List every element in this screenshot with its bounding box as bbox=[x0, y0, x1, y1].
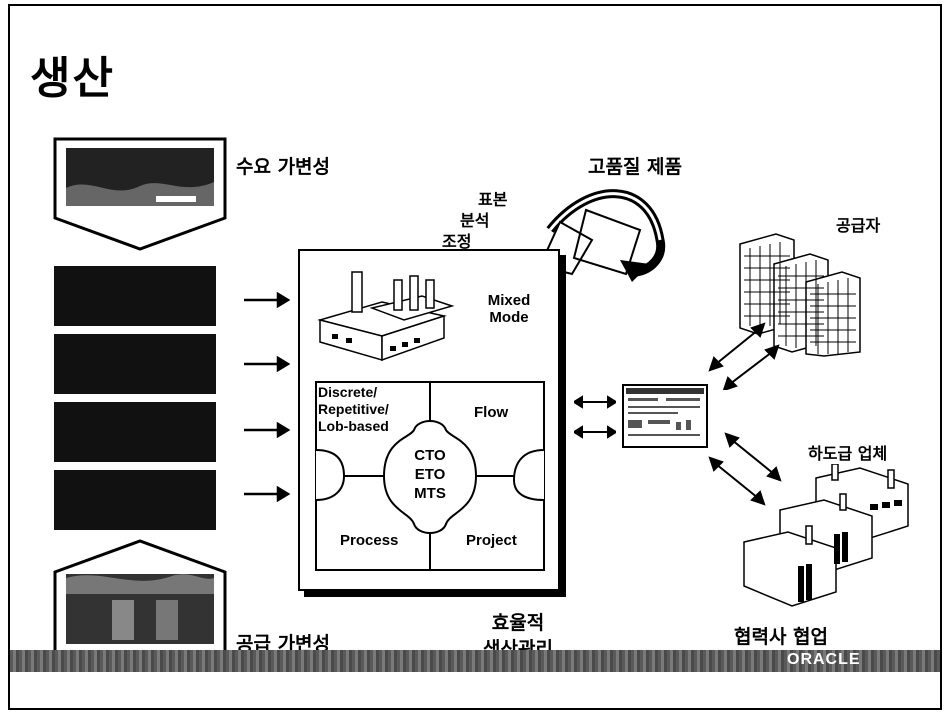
demand-image bbox=[53, 137, 227, 251]
flow-label: Flow bbox=[474, 404, 509, 421]
subcontractor-label: 하도급 업체 bbox=[808, 444, 888, 463]
efficient-line1: 효율적 bbox=[491, 612, 545, 634]
center-label: CTO ETO MTS bbox=[400, 446, 460, 503]
supply-image bbox=[53, 539, 227, 655]
puzzle-diagram bbox=[315, 381, 545, 571]
mixed-mode-line2: Mode bbox=[489, 309, 529, 326]
dashboard-screen-icon bbox=[622, 384, 708, 448]
discrete-line1: Discrete/ bbox=[318, 384, 378, 400]
supply-variability-label: 공급 가변성 bbox=[236, 633, 331, 655]
mixed-mode-line1: Mixed bbox=[487, 292, 531, 309]
subcontractor-factories-icon bbox=[743, 464, 909, 607]
discrete-line2: Repetitive/ bbox=[318, 401, 389, 417]
supplier-buildings-icon bbox=[739, 233, 861, 357]
oracle-logo: ORACLE bbox=[787, 651, 861, 668]
project-label: Project bbox=[466, 532, 517, 549]
eto-label: ETO bbox=[414, 466, 446, 483]
input-panel bbox=[54, 266, 216, 326]
slide-frame bbox=[8, 4, 942, 710]
page-title: 생산 bbox=[30, 53, 115, 104]
analysis-label: 분석 bbox=[460, 211, 490, 230]
process-label: Process bbox=[340, 532, 399, 549]
adjust-label: 조정 bbox=[442, 232, 472, 251]
discrete-line3: Lob-based bbox=[318, 418, 389, 434]
input-panel bbox=[54, 334, 216, 394]
supplier-label: 공급자 bbox=[836, 216, 881, 235]
factory-icon bbox=[317, 271, 455, 362]
subcontractor-arrows-icon bbox=[708, 432, 782, 506]
input-panel bbox=[54, 402, 216, 462]
footer-bar bbox=[10, 650, 940, 672]
mts-label: MTS bbox=[414, 485, 446, 502]
high-quality-product-label: 고품질 제품 bbox=[588, 156, 683, 178]
supplier-arrows-icon bbox=[708, 322, 780, 390]
double-arrow-icon bbox=[574, 395, 616, 439]
partner-collab-label: 협력사 협업 bbox=[734, 626, 829, 648]
cto-label: CTO bbox=[414, 447, 446, 464]
mixed-mode-label: Mixed Mode bbox=[480, 292, 538, 326]
input-arrows bbox=[244, 291, 290, 503]
input-panel bbox=[54, 470, 216, 530]
discrete-label: Discrete/ Repetitive/ Lob-based bbox=[318, 384, 389, 435]
standard-label: 표본 bbox=[478, 190, 508, 209]
demand-variability-label: 수요 가변성 bbox=[236, 156, 331, 178]
